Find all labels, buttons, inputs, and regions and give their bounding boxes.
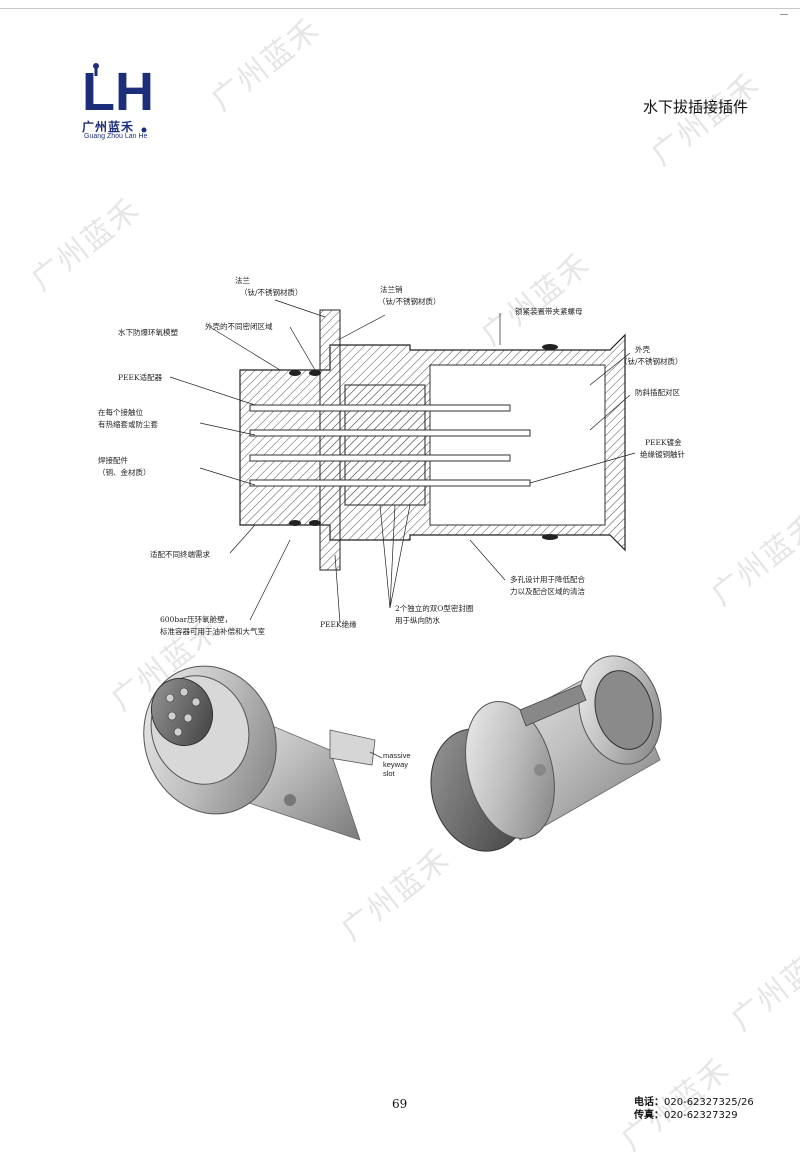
plug-icon [141, 127, 147, 133]
fax-row: 传真：020-62327329 [634, 1109, 754, 1122]
leader-lines [169, 299, 636, 624]
flange [319, 309, 341, 571]
logo-name-cn: 广州蓝禾 [82, 120, 135, 134]
watermark: 广州蓝禾 [644, 66, 768, 173]
pin-icon [165, 687, 201, 737]
logo-name-en: Guang Zhou Lan He [84, 133, 148, 140]
label-heat-shrink-2: 有热缩套或防尘套 [98, 419, 158, 429]
label-peek-adapter: PEEK适配器 [118, 372, 163, 382]
label-oring-1: 2个独立的双O型密封圈 [395, 603, 473, 613]
contact-pins [249, 404, 531, 487]
connector-renders: massive keyway slot [143, 655, 662, 852]
label-end-adapt: 适配不同终端需求 [150, 549, 210, 559]
label-locking: 锁紧装置带夹紧螺母 [515, 306, 583, 316]
label-shell-material: （钛/不锈钢材质） [620, 356, 683, 366]
keyway-slot [519, 684, 587, 727]
label-flange-material: （钛/不锈钢材质） [240, 287, 303, 297]
logo-mark: LH [82, 62, 154, 122]
keyway-label-1: massive [383, 751, 411, 760]
phone-label: 电话： [634, 1097, 664, 1108]
label-flange-pin: 法兰销 [380, 284, 403, 294]
label-epoxy-molding: 水下防爆环氧模塑 [118, 327, 178, 337]
page-title: 水下拔插接插件 [642, 98, 748, 116]
watermark: 广州蓝禾 [724, 931, 800, 1038]
label-shell: 外壳 [635, 344, 650, 354]
plug-render [143, 665, 383, 841]
label-flange-pin-material: （钛/不锈钢材质） [378, 296, 441, 306]
label-heat-shrink-1: 在每个接触位 [98, 407, 143, 417]
label-peek-insulation: PEEK绝缘 [320, 619, 357, 629]
label-oring-2: 用于纵向防水 [395, 615, 440, 625]
label-bulkhead-2: 标准容器可用于油补偿和大气室 [160, 626, 265, 636]
label-anti-misalign: 防斜插配对区 [635, 387, 680, 397]
label-bulkhead-1: 600bar压环氧舱壁， [160, 614, 232, 624]
label-flange: 法兰 [235, 275, 250, 285]
keyway-label-2: keyway [383, 760, 408, 769]
o-rings [289, 344, 558, 540]
contact-info: 电话：020-62327325/26 传真：020-62327329 [634, 1096, 754, 1122]
connector-cross-section-diagram: 法兰 （钛/不锈钢材质） 法兰销 （钛/不锈钢材质） 锁紧装置带夹紧螺母 水下防… [98, 275, 685, 636]
fax-label: 传真： [634, 1110, 664, 1121]
page-number: 69 [392, 1097, 408, 1111]
fax-number: 020-62327329 [664, 1110, 738, 1121]
label-peek-plating-2: 绝缘镀铜触针 [640, 449, 685, 459]
label-seal-zones: 外壳的不同密闭区域 [205, 321, 273, 331]
keyway-label-3: slot [383, 769, 396, 778]
keyway-slot [329, 729, 376, 766]
label-peek-plating-1: PEEK镀金 [645, 437, 682, 447]
peek-core [344, 384, 426, 506]
watermark: 广州蓝禾 [204, 11, 328, 118]
plug-icon [93, 63, 99, 69]
label-multi-hole-1: 多孔设计用于降低配合 [510, 574, 585, 584]
phone-number: 020-62327325/26 [664, 1097, 754, 1108]
label-multi-hole-2: 力以及配合区域的清洁 [510, 586, 585, 596]
mating-chamber [429, 364, 606, 526]
top-rule [0, 8, 800, 9]
receptacle-render [430, 655, 662, 852]
phone-row: 电话：020-62327325/26 [634, 1096, 754, 1109]
label-solder-1: 焊接配件 [98, 455, 128, 465]
corner-mark [780, 14, 788, 15]
label-solder-2: （铜、金材质） [98, 467, 151, 477]
company-logo: LH [82, 62, 154, 133]
